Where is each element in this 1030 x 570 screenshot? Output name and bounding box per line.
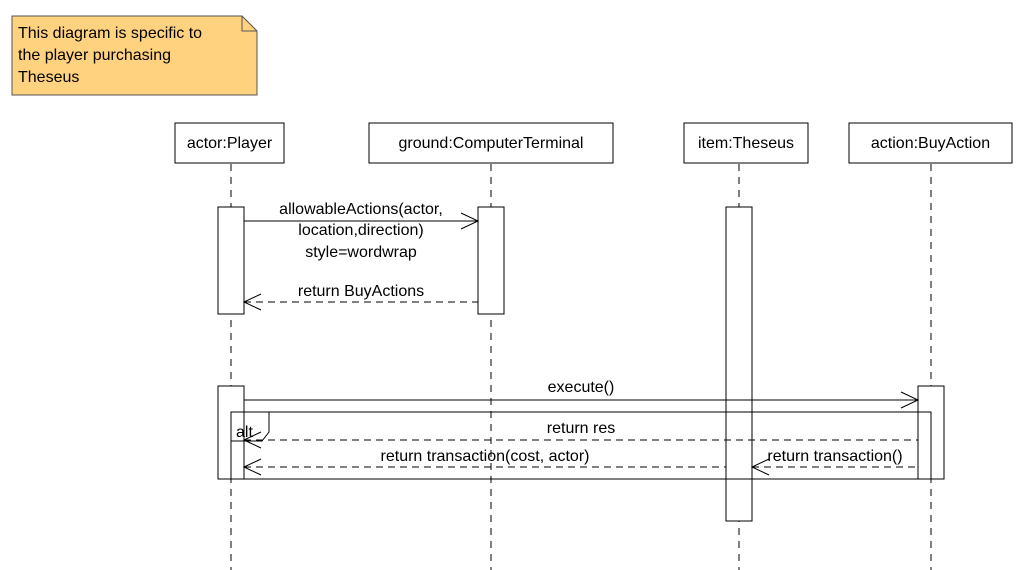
open-arrow-icon <box>460 212 480 230</box>
message-label-allowable-actions-3: style=wordwrap <box>305 244 417 261</box>
note-line-1: This diagram is specific to <box>18 25 202 42</box>
alt-operator-label: alt <box>236 424 253 441</box>
message-label-return-buyactions: return BuyActions <box>298 283 424 300</box>
message-label-return-res: return res <box>547 420 615 437</box>
lifeline-label-ground: ground:ComputerTerminal <box>399 135 584 152</box>
lifeline-head-item: item:Theseus <box>683 122 809 164</box>
alt-fragment: alt <box>230 411 932 480</box>
open-arrow-icon <box>242 458 262 476</box>
open-arrow-icon <box>242 431 262 449</box>
message-return-buyactions: return BuyActions <box>242 283 478 311</box>
message-execute: execute() <box>244 379 920 409</box>
message-label-return-transaction: return transaction() <box>767 448 902 465</box>
lifeline-label-item: item:Theseus <box>698 135 794 152</box>
note-line-3: Theseus <box>18 69 79 86</box>
open-arrow-icon <box>750 458 770 476</box>
activation-ground <box>477 206 505 315</box>
message-label-allowable-actions-1: allowableActions(actor, <box>279 201 443 218</box>
lifeline-label-player: actor:Player <box>187 135 273 152</box>
note-line-2: the player purchasing <box>18 47 171 64</box>
open-arrow-icon <box>900 391 920 409</box>
message-label-execute: execute() <box>548 379 615 396</box>
open-arrow-icon <box>242 293 262 311</box>
lifeline-head-ground: ground:ComputerTerminal <box>368 122 614 164</box>
message-label-return-transaction-cost-actor: return transaction(cost, actor) <box>381 448 590 465</box>
lifeline-label-action: action:BuyAction <box>871 135 990 152</box>
message-allowable-actions: allowableActions(actor, location,directi… <box>244 201 480 261</box>
lifeline-head-player: actor:Player <box>174 122 285 164</box>
message-label-allowable-actions-2: location,direction) <box>298 222 423 239</box>
activation-player-1 <box>217 206 245 315</box>
message-return-transaction-cost-actor: return transaction(cost, actor) <box>242 448 726 476</box>
message-return-transaction: return transaction() <box>750 448 918 476</box>
diagram-note: This diagram is specific to the player p… <box>11 15 258 96</box>
message-return-res: return res <box>242 420 918 449</box>
lifeline-head-action: action:BuyAction <box>848 122 1013 164</box>
activation-item <box>725 206 753 522</box>
